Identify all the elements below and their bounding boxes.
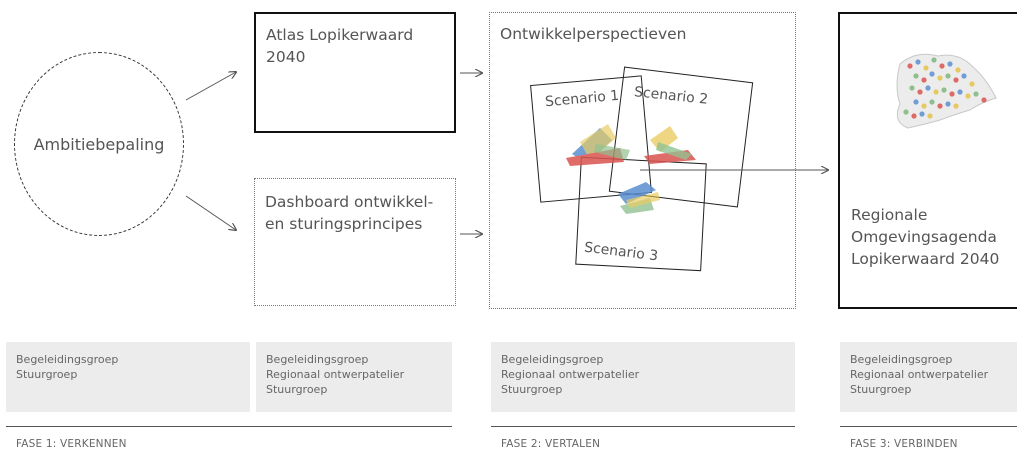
group-box-4: Begeleidingsgroep Regionaal ontwerpateli…	[840, 342, 1017, 412]
group-box-2: Begeleidingsgroep Regionaal ontwerpateli…	[256, 342, 452, 412]
map-dot	[953, 77, 959, 83]
map-dot	[929, 99, 935, 105]
map-dot	[973, 91, 979, 97]
atlas-box: Atlas Lopikerwaard 2040	[254, 12, 456, 133]
map-dot	[909, 85, 915, 91]
group-box-3: Begeleidingsgroep Regionaal ontwerpateli…	[491, 342, 795, 412]
map-dot	[945, 101, 951, 107]
map-dot	[937, 75, 943, 81]
stroke-green-2	[656, 142, 692, 160]
map-dot	[969, 81, 975, 87]
omgevingsagenda-title-line2: Omgevingsagenda	[851, 228, 997, 246]
ontwikkelperspectieven-box: Ontwikkelperspectieven	[489, 12, 796, 309]
map-dot	[929, 71, 935, 77]
phase-3-label: FASE 3: VERBINDEN	[850, 438, 958, 450]
group-4-line-1: Begeleidingsgroep	[850, 353, 953, 366]
stroke-blue-3	[618, 182, 656, 204]
map-dot	[965, 93, 971, 99]
map-dot	[961, 73, 967, 79]
map-dot	[903, 109, 909, 115]
atlas-title-line2: 2040	[266, 48, 306, 66]
map-region-shape	[896, 53, 997, 129]
group-2-line-2: Regionaal ontwerpatelier	[266, 368, 405, 381]
map-dot	[957, 89, 963, 95]
ontwikkelperspectieven-title: Ontwikkelperspectieven	[500, 25, 687, 43]
map-dot	[923, 65, 929, 71]
dashboard-title-line1: Dashboard ontwikkel-	[265, 193, 434, 211]
phase-1-line	[6, 426, 452, 427]
map-dot	[981, 97, 987, 103]
phase-1-label: FASE 1: VERKENNEN	[16, 438, 127, 450]
stroke-yellow-3	[626, 192, 660, 208]
map-dot	[955, 67, 961, 73]
omgevingsagenda-title-line1: Regionale	[851, 206, 928, 224]
group-3-line-1: Begeleidingsgroep	[501, 353, 604, 366]
map-dot	[911, 113, 917, 119]
arrow-ambitie-to-atlas	[185, 72, 236, 101]
map-dot	[953, 103, 959, 109]
stroke-green-1	[594, 144, 630, 160]
map-dot	[913, 73, 919, 79]
map-dot	[913, 99, 919, 105]
group-1-line-2: Stuurgroep	[16, 368, 78, 381]
group-3-line-2: Regionaal ontwerpatelier	[501, 368, 640, 381]
stroke-yellow-1	[580, 124, 616, 160]
phase-3-line	[840, 426, 1017, 427]
scenario-brush-strokes	[566, 124, 696, 214]
map-dot	[917, 89, 923, 95]
map-dot	[907, 63, 913, 69]
group-2-line-1: Begeleidingsgroep	[266, 353, 369, 366]
map-dot	[941, 87, 947, 93]
stroke-yellow-2	[650, 126, 678, 152]
map-dot	[919, 111, 925, 117]
omgevingsagenda-title: Regionale Omgevingsagenda Lopikerwaard 2…	[851, 204, 999, 270]
dashboard-box: Dashboard ontwikkel- en sturingsprincipe…	[254, 178, 456, 306]
group-box-1: Begeleidingsgroep Stuurgroep	[6, 342, 250, 412]
map-dot	[931, 57, 937, 63]
group-2-line-3: Stuurgroep	[266, 383, 328, 396]
omgevingsagenda-box: Regionale Omgevingsagenda Lopikerwaard 2…	[838, 12, 1017, 309]
group-3-line-3: Stuurgroep	[501, 383, 563, 396]
map-dot	[921, 77, 927, 83]
arrow-ambitie-to-dashboard	[185, 195, 236, 230]
group-4-line-3: Stuurgroep	[850, 383, 912, 396]
ambitiebepaling-circle: Ambitiebepaling	[14, 52, 184, 236]
phase-2-line	[491, 426, 795, 427]
lopikerwaard-map-illustration	[896, 53, 997, 129]
dashboard-title-line2: en sturingsprincipes	[265, 215, 423, 233]
group-4-line-2: Regionaal ontwerpatelier	[850, 368, 989, 381]
atlas-title-line1: Atlas Lopikerwaard	[266, 26, 414, 44]
omgevingsagenda-title-line3: Lopikerwaard 2040	[851, 250, 1000, 268]
map-dot	[945, 73, 951, 79]
map-dot	[927, 113, 933, 119]
map-dot	[915, 59, 921, 65]
map-dot	[937, 103, 943, 109]
map-dot	[933, 89, 939, 95]
ambitiebepaling-label: Ambitiebepaling	[33, 134, 165, 154]
group-1-line-1: Begeleidingsgroep	[16, 353, 119, 366]
phase-2-label: FASE 2: VERTALEN	[501, 438, 601, 450]
map-dot	[921, 103, 927, 109]
map-dot	[925, 85, 931, 91]
map-dot	[949, 91, 955, 97]
map-dot	[947, 61, 953, 67]
map-dots	[903, 57, 987, 119]
map-dot	[939, 63, 945, 69]
